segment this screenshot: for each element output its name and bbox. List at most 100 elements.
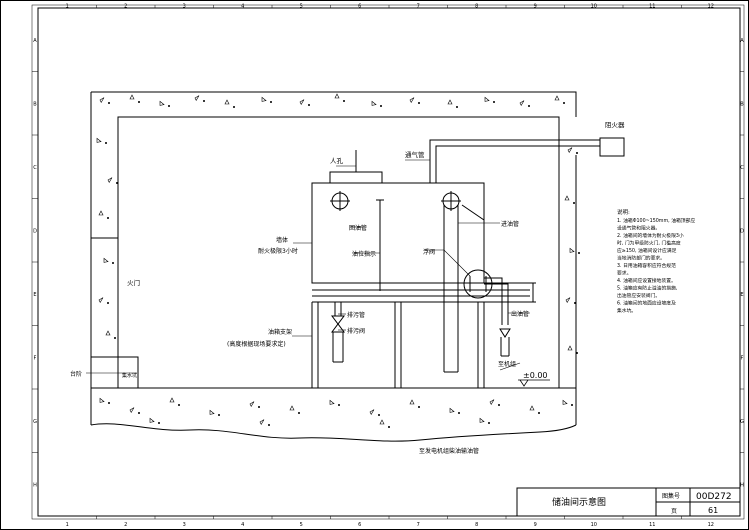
hatch-mark	[519, 100, 525, 107]
label-vent-pipe: 通气管	[405, 150, 425, 159]
hatch-mark	[447, 99, 453, 105]
hatch-mark	[371, 100, 377, 106]
hatch-dot	[233, 106, 236, 109]
hatch-dot	[527, 105, 530, 108]
notes-line: 4. 油箱间应设置接地装置。	[617, 277, 676, 284]
grid-row-label: C	[33, 165, 37, 171]
hatch-mark	[99, 97, 105, 104]
hatch-mark	[379, 419, 385, 425]
hatch-dot	[575, 351, 578, 354]
hatch-dot	[379, 105, 382, 108]
label-wall-spec: 耐火极限3小时	[258, 247, 298, 255]
building-walls	[90, 91, 577, 425]
grid-column-label: 9	[534, 522, 537, 528]
grid-column-label: 8	[475, 522, 478, 528]
fuel-tank	[311, 150, 485, 373]
hatch-mark	[334, 93, 340, 99]
hatch-mark	[129, 407, 135, 414]
hatch-dot	[112, 261, 115, 264]
hatch-mark	[567, 147, 573, 154]
grid-row-label: F	[741, 355, 744, 361]
hatch-dot	[307, 104, 310, 107]
hatch-mark	[98, 210, 104, 216]
grid-column-label: 11	[649, 4, 655, 10]
title-block-title: 储油间示意图	[552, 496, 606, 508]
hatch-dot	[108, 401, 111, 404]
hatch-dot	[342, 100, 345, 103]
notes-line: 3. 日用油箱容积应符合规范	[617, 262, 676, 269]
grid-row-label: B	[33, 101, 37, 107]
hatch-dot	[457, 411, 460, 414]
grid-column-label: 5	[300, 522, 303, 528]
title-block-page-number: 61	[708, 506, 718, 515]
hatch-dot	[537, 411, 540, 414]
label-bottom-caption: 至发电机组柴油输油管	[419, 447, 479, 455]
grid-column-label: 9	[534, 4, 537, 10]
hatch-mark	[409, 97, 415, 104]
hatch-dot	[387, 425, 390, 428]
ground-level-marker	[518, 379, 550, 387]
inner-border	[37, 7, 741, 517]
grid-column-label: 6	[358, 522, 361, 528]
grid-column-label: 3	[183, 522, 186, 528]
hatch-mark	[194, 95, 200, 102]
grid-column-label: 10	[591, 4, 597, 10]
notes-line: 5. 油箱应有防止溢油的措施,	[617, 285, 678, 292]
grid-row-label: C	[740, 165, 744, 171]
grid-row-label: D	[33, 228, 37, 234]
grid-row-label: H	[740, 482, 744, 488]
vent-assembly	[429, 137, 625, 183]
label-threshold: 台阶	[70, 370, 82, 378]
label-drain-valve: 排污阀	[347, 327, 365, 335]
label-float-valve: 浮阀	[423, 248, 435, 256]
hatch-mark	[329, 399, 335, 405]
hatch-dot	[297, 411, 300, 414]
hatch-mark	[569, 247, 575, 253]
hatch-dot	[455, 106, 458, 109]
grid-column-label: 8	[475, 4, 478, 10]
label-support-note: (高度根据现场要求定)	[227, 340, 286, 348]
title-block	[516, 487, 741, 517]
label-tank-room-wall: 墙体	[276, 236, 288, 244]
hatch-dot	[178, 403, 181, 406]
grid-row-label: E	[740, 292, 743, 298]
hatch-dot	[417, 102, 420, 105]
drain-assembly	[331, 302, 345, 363]
hatch-mark	[209, 409, 215, 415]
outlet-assembly	[463, 269, 536, 357]
title-block-atlas-label: 图集号	[662, 492, 680, 500]
grid-row-label: B	[740, 101, 744, 107]
notes-line: 当地消防部门的要求。	[617, 255, 665, 262]
ground-break-line	[90, 423, 577, 442]
title-block-page-label: 页	[671, 508, 677, 515]
hatch-mark	[299, 99, 305, 106]
hatch-mark	[105, 330, 111, 336]
hatch-mark	[159, 100, 165, 106]
grid-row-label: H	[33, 482, 37, 488]
grid-column-label: 2	[124, 4, 127, 10]
tank-support	[311, 282, 536, 388]
hatch-mark	[289, 405, 295, 411]
hatch-dot	[487, 421, 490, 424]
zone-frame	[31, 4, 745, 520]
hatch-dot	[108, 102, 111, 105]
grid-column-label: 12	[708, 522, 714, 528]
title-block-atlas-number: 00D272	[696, 492, 732, 502]
hatch-dot	[577, 252, 580, 255]
notes-line: 2. 油箱间的墙体为耐火极限3小	[617, 232, 684, 239]
grid-column-label: 10	[591, 522, 597, 528]
grid-column-label: 5	[300, 4, 303, 10]
hatch-dot	[337, 403, 340, 406]
hatch-mark	[567, 345, 573, 351]
notes-line: 要求。	[617, 270, 631, 277]
hatch-mark	[249, 401, 255, 408]
grid-column-label: 2	[124, 522, 127, 528]
hatch-mark	[565, 297, 571, 304]
hatch-dot	[492, 101, 495, 104]
hatch-dot	[116, 182, 119, 185]
